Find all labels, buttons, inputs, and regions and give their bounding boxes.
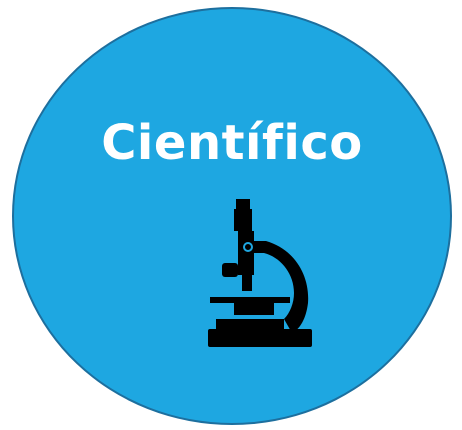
microscope-icon	[208, 199, 312, 347]
badge-title: Científico	[101, 115, 363, 171]
category-badge[interactable]: Científico	[12, 7, 452, 425]
